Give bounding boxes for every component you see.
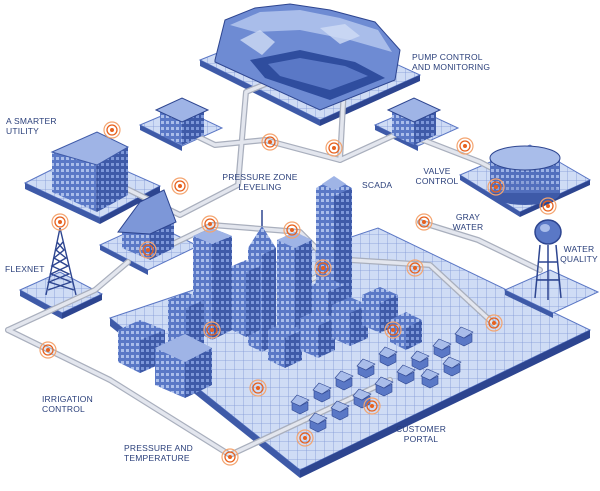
label-valve-control: VALVE CONTROL [412,166,462,186]
signal-beacon-icon [485,314,503,332]
label-flexnet: FLEXNET [5,264,45,274]
signal-beacon-icon [103,121,121,139]
label-pressure-zone: PRESSURE ZONE LEVELING [220,172,300,192]
signal-beacon-icon [539,197,557,215]
utility-building [50,131,130,212]
signal-beacon-icon [51,213,69,231]
label-line: WATER [452,222,484,232]
label-line: PRESSURE ZONE [222,172,298,182]
label-pump-control: PUMP CONTROL AND MONITORING [412,52,490,72]
valve-house [386,97,442,145]
pump-house [154,97,210,145]
label-line: VALVE [423,166,451,176]
water-tank [489,145,561,205]
label-line: UTILITY [6,126,40,136]
suburban-house [352,388,372,409]
suburban-house [290,394,310,415]
signal-beacon-icon [456,137,474,155]
signal-beacon-icon [249,379,267,397]
suburban-house [356,358,376,379]
label-scada: SCADA [362,180,392,190]
suburban-house [442,356,462,377]
suburban-houses [290,326,474,433]
label-customer-portal: CUSTOMER PORTAL [390,424,452,444]
label-line: PORTAL [403,434,439,444]
label-gray-water: GRAY WATER [448,212,488,232]
suburban-house [420,368,440,389]
reservoir-mountain [214,3,401,111]
suburban-house [334,370,354,391]
signal-beacon-icon [314,259,332,277]
label-line: CONTROL [42,404,85,414]
label-pressure-temperature: PRESSURE AND TEMPERATURE [124,443,193,463]
label-line: WATER [563,244,595,254]
label-line: CUSTOMER [395,424,447,434]
flexnet-tower [45,227,77,296]
label-line: FLEXNET [5,264,45,274]
suburban-house [410,350,430,371]
signal-beacon-icon [201,215,219,233]
skyline [168,176,352,354]
signal-beacon-icon [384,321,402,339]
label-line: PRESSURE AND [124,443,194,453]
signal-beacon-icon [39,341,57,359]
label-line: TEMPERATURE [124,453,190,463]
label-line: SCADA [362,180,393,190]
signal-beacon-icon [261,133,279,151]
label-line: CONTROL [415,176,459,186]
signal-beacon-icon [406,259,424,277]
signal-beacon-icon [171,177,189,195]
label-smarter-utility: A SMARTER UTILITY [6,116,57,136]
suburban-house [396,364,416,385]
suburban-house [378,346,398,367]
low-rise-buildings [118,287,422,398]
signal-beacon-icon [487,178,505,196]
suburban-house [312,382,332,403]
signal-beacons [39,121,557,466]
signal-beacon-icon [296,429,314,447]
label-water-quality: WATER QUALITY [558,244,600,264]
label-line: AND MONITORING [412,62,491,72]
label-line: LEVELING [238,182,282,192]
signal-beacon-icon [283,221,301,239]
label-irrigation-control: IRRIGATION CONTROL [42,394,93,414]
label-line: IRRIGATION [42,394,93,404]
suburban-house [330,400,350,421]
water-tower [534,219,562,300]
suburban-house [374,376,394,397]
label-line: GRAY [455,212,481,222]
signal-beacon-icon [221,448,239,466]
label-line: A SMARTER [6,116,57,126]
water-quality-tile [503,269,600,318]
label-line: PUMP CONTROL [412,52,483,62]
label-line: QUALITY [560,254,598,264]
suburban-house [432,338,452,359]
suburban-house [308,412,328,433]
signal-beacon-icon [325,139,343,157]
signal-beacon-icon [363,397,381,415]
signal-beacon-icon [415,213,433,231]
suburban-house [454,326,474,347]
signal-beacon-icon [139,241,157,259]
signal-beacon-icon [203,321,221,339]
